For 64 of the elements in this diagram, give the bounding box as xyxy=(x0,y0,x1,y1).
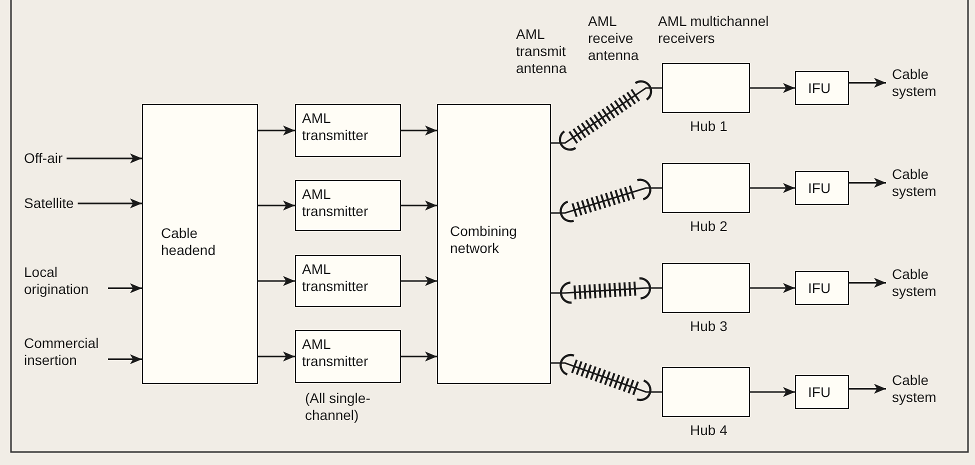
signal-source-label: Satellite xyxy=(24,195,74,212)
connector xyxy=(401,352,437,362)
note-text: (All single-channel) xyxy=(305,390,372,424)
process-box xyxy=(295,330,401,383)
connector xyxy=(849,78,886,88)
antenna-label: AML transmit antenna xyxy=(516,26,568,76)
connector xyxy=(108,354,142,364)
signal-source-label: Commercial insertion xyxy=(24,335,104,369)
connector xyxy=(108,283,142,294)
hub-label: Hub 4 xyxy=(690,422,728,439)
connector xyxy=(401,276,437,286)
process-box xyxy=(142,104,258,384)
process-box xyxy=(795,71,849,105)
box-label: Cable headend xyxy=(161,225,217,259)
connector xyxy=(750,83,795,93)
process-box xyxy=(437,104,551,384)
connector xyxy=(258,200,295,210)
box-label: IFU xyxy=(808,180,832,197)
signal-source-label: Local origination xyxy=(24,264,104,298)
connector xyxy=(849,278,886,288)
process-box xyxy=(795,271,849,305)
connector xyxy=(258,276,295,286)
box-label: IFU xyxy=(808,384,832,401)
hub-label: Hub 1 xyxy=(690,118,728,135)
process-box xyxy=(295,180,401,231)
antenna-label: AML multichannel receivers xyxy=(658,13,770,47)
box-label: Combining network xyxy=(450,223,518,257)
receiver-box xyxy=(662,263,750,313)
connector xyxy=(401,126,437,136)
receiver-box xyxy=(662,163,750,213)
output-label: Cable system xyxy=(892,372,952,406)
connector xyxy=(849,384,886,394)
connector xyxy=(258,352,295,362)
connector xyxy=(750,283,795,293)
box-label: IFU xyxy=(808,280,832,297)
process-box xyxy=(795,171,849,205)
connector xyxy=(66,153,142,164)
connector xyxy=(750,183,795,193)
connector xyxy=(551,187,662,214)
box-label: IFU xyxy=(808,80,832,97)
receiver-box xyxy=(662,367,750,417)
signal-source-label: Off-air xyxy=(24,150,63,167)
process-box xyxy=(795,375,849,409)
connector xyxy=(849,178,886,188)
receiver-box xyxy=(662,63,750,113)
output-label: Cable system xyxy=(892,266,952,300)
connector xyxy=(401,200,437,210)
hub-label: Hub 3 xyxy=(690,318,728,335)
connector xyxy=(551,87,662,144)
connector xyxy=(551,362,662,393)
connector xyxy=(551,287,662,294)
box-label: AML transmitter xyxy=(302,186,370,220)
process-box xyxy=(295,104,401,157)
box-label: AML transmitter xyxy=(302,110,370,144)
connector xyxy=(258,126,295,136)
output-label: Cable system xyxy=(892,166,952,200)
box-label: AML transmitter xyxy=(302,336,370,370)
connector xyxy=(78,198,142,208)
antenna-label: AML receive antenna xyxy=(588,13,640,64)
connector xyxy=(750,387,795,397)
process-box xyxy=(295,255,401,307)
hub-label: Hub 2 xyxy=(690,218,728,235)
output-label: Cable system xyxy=(892,66,952,100)
box-label: AML transmitter xyxy=(302,261,370,295)
